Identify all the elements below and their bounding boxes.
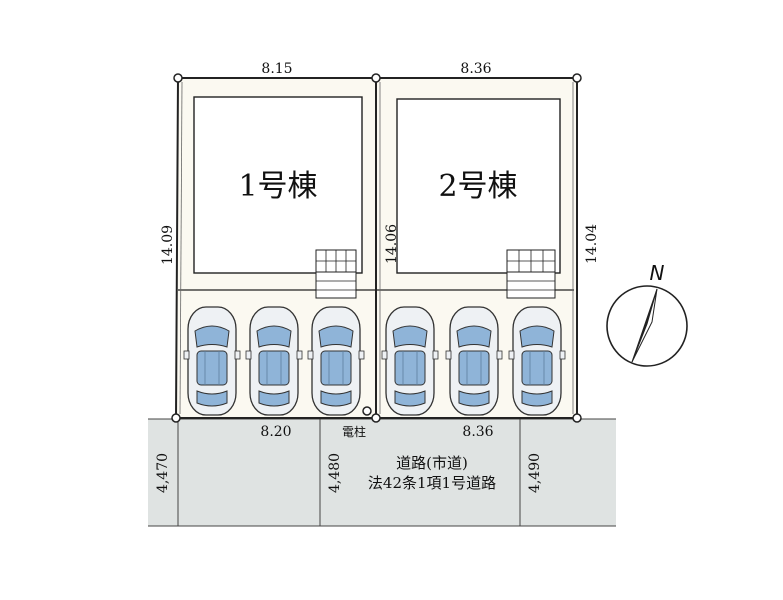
- building-1: [193, 96, 363, 274]
- building-2-label: 2号棟: [438, 169, 517, 204]
- lot-2-frontage-top: 8.36: [460, 61, 491, 77]
- parking-car: [381, 306, 439, 416]
- parking-car: [245, 306, 303, 416]
- compass: N: [606, 261, 688, 367]
- boundary-marker: [371, 73, 381, 83]
- road-area: [148, 419, 616, 526]
- parking-car: [508, 306, 566, 416]
- boundary-marker: [171, 413, 181, 423]
- road-width-middle: 4,480: [327, 453, 343, 493]
- compass-north-label: N: [650, 261, 665, 285]
- road-classification: 法42条1項1号道路: [368, 474, 496, 492]
- building-2: [396, 98, 561, 274]
- lot-2-frontage-bottom: 8.36: [462, 424, 493, 440]
- deck-1: [315, 249, 357, 299]
- boundary-marker: [173, 73, 183, 83]
- deck-2: [506, 249, 556, 299]
- parking-car: [445, 306, 503, 416]
- parking-car: [307, 306, 365, 416]
- road-name: 道路(市道): [396, 454, 468, 472]
- building-1-label: 1号棟: [238, 169, 317, 204]
- boundary-marker: [572, 413, 582, 423]
- lot-1-depth-left: 14.09: [160, 225, 176, 265]
- lot-2-depth-left: 14.06: [384, 224, 400, 264]
- road-width-right: 4,490: [527, 453, 543, 493]
- utility-pole-label: 電柱: [342, 424, 366, 439]
- boundary-marker: [572, 73, 582, 83]
- lot-1-frontage-bottom: 8.20: [260, 424, 291, 440]
- utility-pole-icon: [362, 406, 372, 416]
- lot-1-frontage-top: 8.15: [261, 61, 292, 77]
- lot-2-depth-right: 14.04: [584, 224, 600, 264]
- parking-car: [183, 306, 241, 416]
- boundary-marker: [371, 413, 381, 423]
- road-width-left: 4,470: [155, 453, 171, 493]
